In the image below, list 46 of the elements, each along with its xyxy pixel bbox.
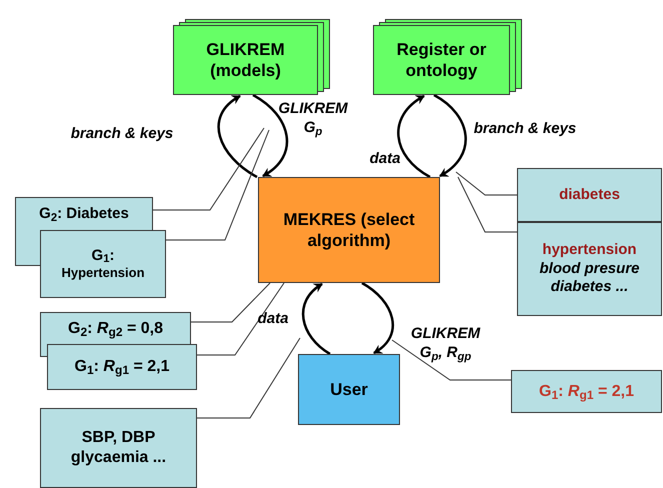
leader-line [166,130,270,240]
node-box [47,344,197,390]
node-text: User [330,378,368,401]
node-text: G$_{1}$: R$_{g1}$ = 2,1 [74,357,170,379]
node-text: GLIKREM (models) [205,38,286,82]
edge-label: branch & keys [70,125,174,144]
leader-line [196,338,300,418]
node-box [511,370,662,413]
leader-line [456,172,518,196]
leader-line [190,282,270,322]
edge-label: data [256,310,290,329]
node-box [517,168,662,222]
node-text: Hypertension [61,265,145,282]
node-text: G$_{2}$: R$_{g2}$ = 0,8 [68,318,163,340]
node-box [373,25,510,95]
node-text: hypertension [542,240,637,260]
edge-label: GLIKREM G$_{p}$, R$_{gp}$ [410,325,482,362]
leader-line [458,176,518,232]
node-text: diabetes [559,184,620,205]
curved-arrow [433,94,467,178]
node-text: G$_{1}$: [92,246,114,266]
node-text: G$_{2}$: Diabetes [39,204,129,226]
leader-line [392,340,512,380]
node-box [40,312,191,344]
node-box [173,25,318,95]
node-text: SBP, DBP glycaemia ... [70,428,168,468]
node-box [15,197,153,230]
node-box [40,408,197,488]
curved-arrow [217,94,258,178]
curved-arrow [397,94,431,178]
node-text: MEKRES (select algorithm) [282,208,416,252]
leader-line [152,128,264,210]
edge-label: data [368,150,402,169]
node-text: Register or ontology [396,38,488,82]
node-box [40,230,166,298]
edge-label: GLIKREM G$_{p}$ [278,100,348,138]
node-box [258,177,440,283]
curved-arrow [252,94,288,178]
node-text: G$_{1}$: R$_{g1}$ = 2,1 [539,382,634,404]
curved-arrow [302,282,331,356]
leader-line [196,282,284,356]
node-box [298,354,400,425]
edge-label: branch & keys [472,120,578,139]
node-box [517,222,662,316]
node-text: blood presure diabetes ... [538,260,640,298]
curved-arrow [361,282,394,354]
